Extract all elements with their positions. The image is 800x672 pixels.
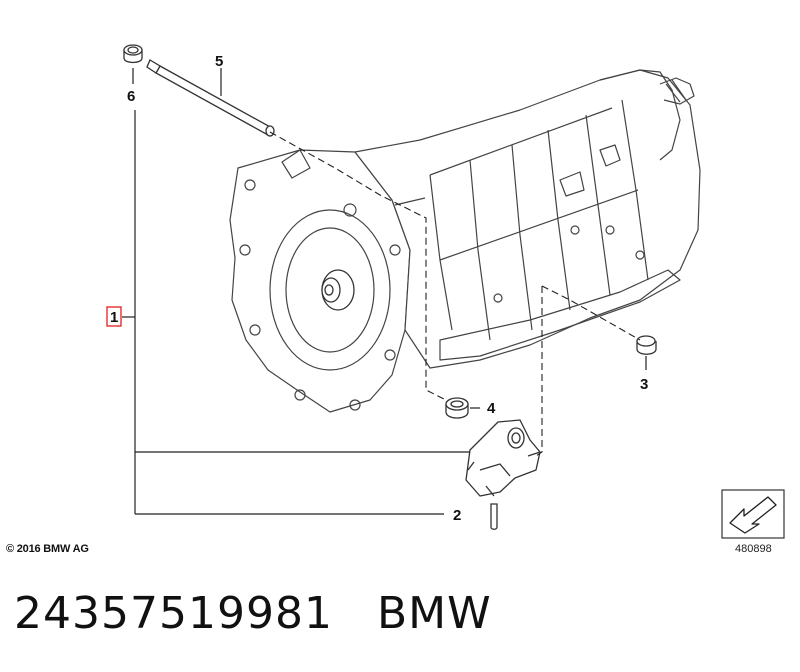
callout-4: 4 — [487, 400, 496, 417]
part-number: 24357519981 — [14, 588, 333, 639]
callout-1-highlight-box — [106, 306, 122, 327]
part-6-cap — [123, 44, 143, 64]
part-4-bushing — [445, 397, 469, 419]
callout-1: 1 — [110, 309, 118, 326]
dashed-assembly-lines — [269, 131, 641, 457]
converter-hub — [321, 269, 355, 311]
copyright-text: © 2016 BMW AG — [6, 543, 89, 555]
part-1-selector-unit — [465, 419, 541, 497]
figure-number: 480898 — [735, 543, 772, 555]
callout-5: 5 — [215, 53, 223, 70]
callout-3: 3 — [640, 376, 648, 393]
part-3-cap — [636, 335, 657, 355]
part-2-pin — [490, 503, 498, 530]
transmission-housing — [229, 69, 701, 413]
leader-lines — [122, 68, 647, 515]
brand-name: BMW — [376, 588, 492, 639]
part-5-shaft — [146, 59, 275, 137]
transmission-exploded-diagram: 6 5 1 4 3 2 — [106, 44, 785, 539]
orientation-arrow-icon — [721, 489, 785, 539]
part-caption: 24357519981 BMW — [14, 588, 492, 639]
callout-6: 6 — [127, 88, 135, 105]
callout-2: 2 — [453, 507, 461, 524]
